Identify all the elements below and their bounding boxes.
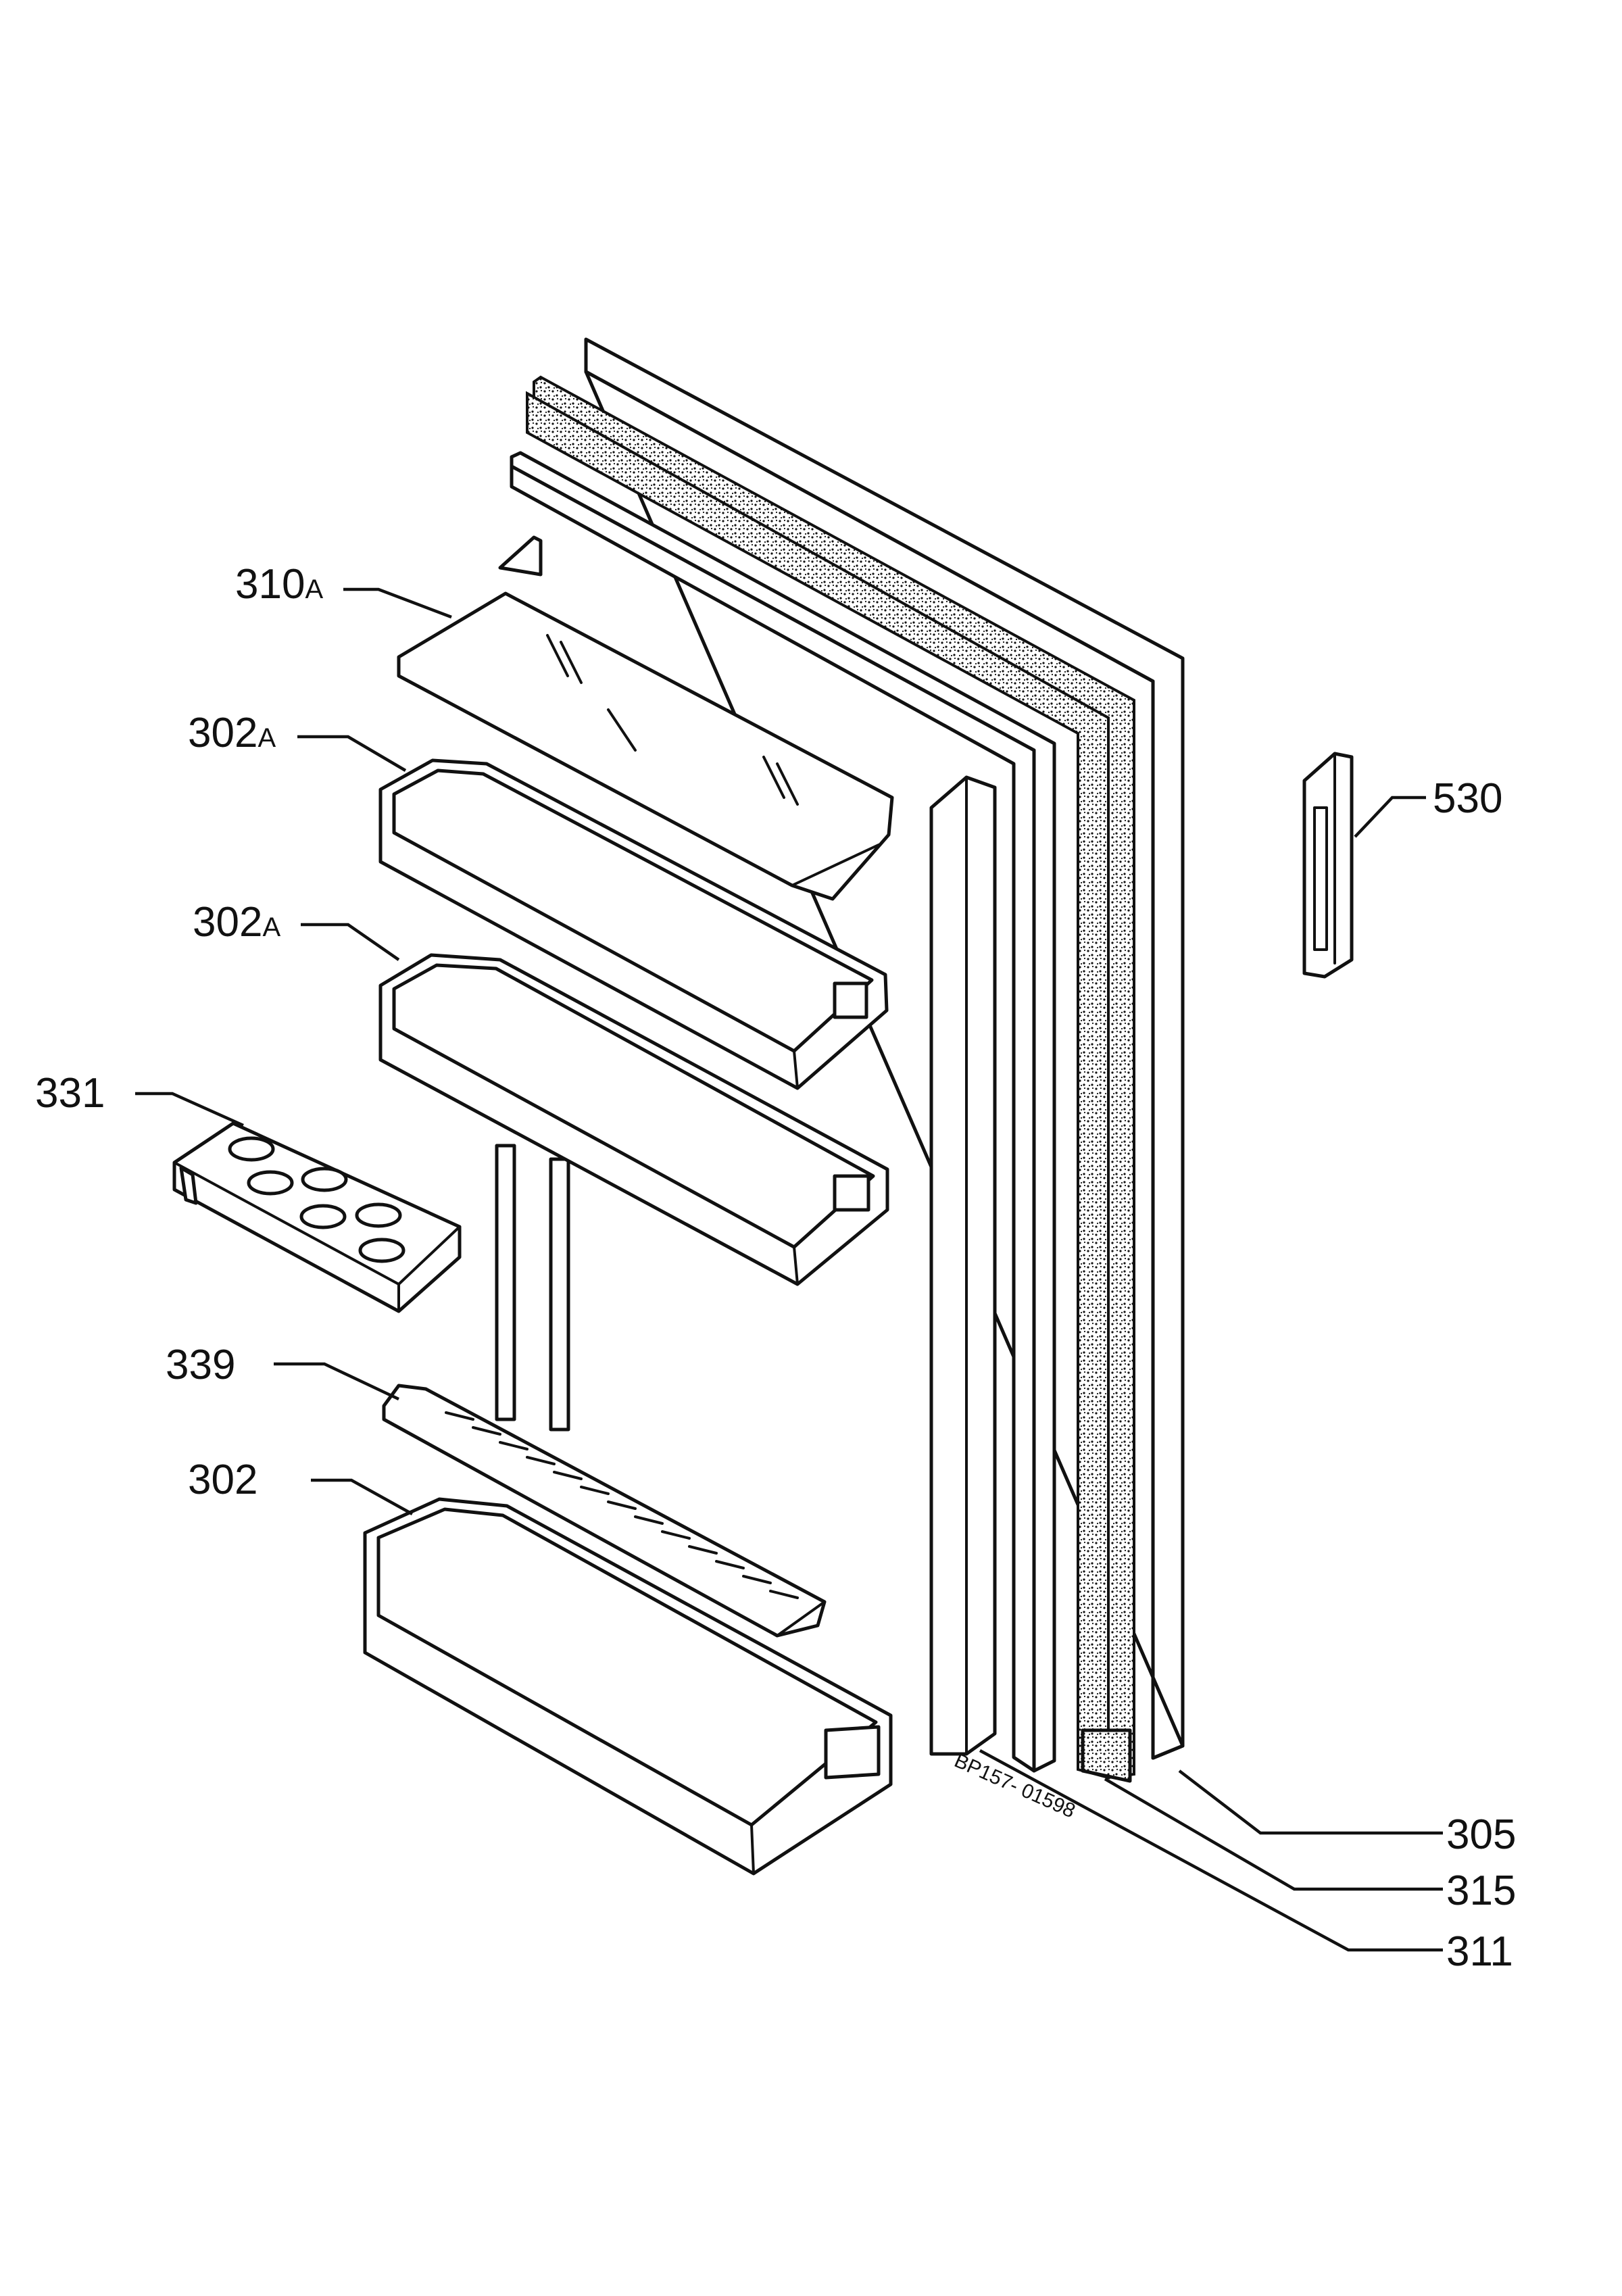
bottle-rail [382, 1384, 827, 1638]
label-331: 331 [35, 1070, 105, 1117]
egg-tray [172, 1121, 462, 1313]
leader-302A-lower [301, 923, 400, 961]
door-side-strip [929, 775, 997, 1756]
callout-labels: 310A 302A 302A 331 339 302 530 305 315 3… [35, 561, 1516, 1975]
leader-305 [1178, 1769, 1443, 1835]
label-302: 302 [188, 1457, 257, 1503]
bottle-rail-slots [445, 1411, 799, 1599]
door-gasket [526, 375, 1135, 1783]
drawing-code: BP157- 01598 [951, 1749, 1079, 1822]
leader-311 [979, 1749, 1443, 1952]
label-530: 530 [1433, 775, 1502, 822]
door-rack-lower [378, 953, 889, 1286]
door-rack-upper [378, 758, 889, 1090]
leader-331 [135, 1092, 244, 1127]
door-inner-liner [498, 451, 1056, 1773]
leader-339 [274, 1362, 399, 1401]
label-339: 339 [166, 1342, 235, 1388]
label-310A: 310A [235, 561, 323, 608]
label-302A-lower: 302A [193, 899, 280, 946]
leader-310A [343, 587, 452, 619]
rack-support-posts [495, 1144, 570, 1432]
leader-315 [1104, 1778, 1443, 1891]
label-311: 311 [1446, 1928, 1513, 1975]
bottle-rack [363, 1497, 893, 1876]
label-302A-upper: 302A [188, 710, 276, 756]
leader-302A-upper [297, 735, 407, 772]
leader-302 [311, 1478, 414, 1515]
label-315: 315 [1446, 1867, 1516, 1914]
label-305: 305 [1446, 1811, 1516, 1858]
leader-lines [135, 587, 1443, 1952]
glass-shelf [397, 591, 894, 901]
hinge-cover [1302, 752, 1354, 979]
leader-530 [1354, 796, 1426, 838]
